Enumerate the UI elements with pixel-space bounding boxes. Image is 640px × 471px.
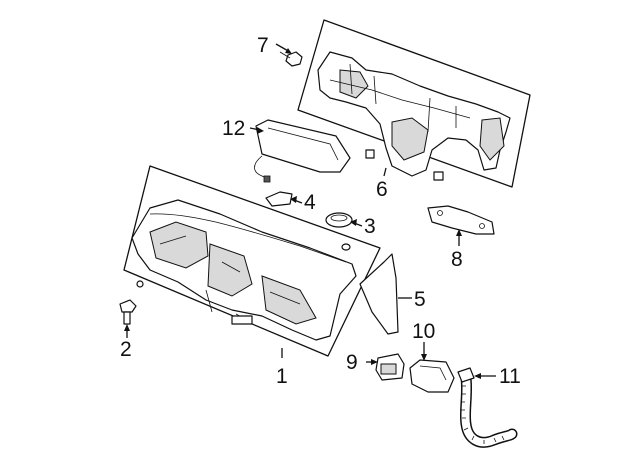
part-2-screw-shank xyxy=(123,311,131,325)
callout-labels: 7 12 4 3 6 8 5 10 9 11 1 2 xyxy=(120,34,521,388)
arrow-4 xyxy=(290,196,297,203)
part-7-bolt xyxy=(279,51,303,67)
part-1-frame-boundary xyxy=(123,165,381,357)
callout-11: 11 xyxy=(499,365,521,388)
part-9-switch-face xyxy=(380,363,397,375)
part-11-hose xyxy=(457,367,518,448)
arrow-11 xyxy=(474,373,481,379)
arrow-12 xyxy=(257,127,264,134)
part-3-vent xyxy=(325,212,353,228)
part-6-clip-2 xyxy=(433,171,444,181)
part-8-hole-2 xyxy=(479,223,485,229)
part-12-airbag-module xyxy=(255,119,351,173)
part-2-screw-head xyxy=(119,299,137,313)
part-11-hose-ribs xyxy=(461,385,505,444)
part-12-airbag-connector-wire xyxy=(254,155,271,181)
part-12-airbag xyxy=(254,119,351,183)
callout-5: 5 xyxy=(414,288,426,311)
part-5-side-cover xyxy=(359,253,399,335)
part-4-cover xyxy=(265,191,293,207)
part-2-screw xyxy=(119,299,137,325)
part-8-bracket-body xyxy=(427,205,495,235)
part-1-instrument-panel xyxy=(123,165,381,357)
part-1-center-stack xyxy=(207,243,253,297)
arrow-7 xyxy=(285,48,292,54)
callout-2: 2 xyxy=(120,338,132,361)
part-6-clip xyxy=(365,149,375,159)
callout-9: 9 xyxy=(346,351,358,374)
arrow-10 xyxy=(421,354,427,361)
leader-lines xyxy=(124,43,496,379)
callout-10: 10 xyxy=(412,320,435,343)
callout-1: 1 xyxy=(276,365,288,388)
part-8-bracket xyxy=(427,205,495,235)
part-6-bracket-right xyxy=(479,117,505,161)
callout-4: 4 xyxy=(304,191,316,214)
callout-8: 8 xyxy=(451,248,463,271)
callout-12: 12 xyxy=(222,117,245,140)
part-9-switch xyxy=(375,353,405,381)
callout-6: 6 xyxy=(376,178,388,201)
part-1-lower-tab xyxy=(231,315,253,325)
part-7-bolt-shank xyxy=(279,51,291,59)
callout-3: 3 xyxy=(364,215,376,238)
arrow-8 xyxy=(456,229,462,236)
part-10-actuator-detail xyxy=(419,365,447,381)
arrow-3 xyxy=(350,219,357,226)
part-10-actuator xyxy=(409,359,455,393)
part-3-vent-opening xyxy=(330,214,348,222)
callout-7: 7 xyxy=(257,34,269,57)
part-10-actuator-body xyxy=(409,359,455,393)
part-6-reinforcement-frame xyxy=(297,19,531,188)
part-11-hose-fill xyxy=(461,374,516,447)
part-1-cluster-area xyxy=(149,221,209,269)
part-6-bracket-center xyxy=(391,117,429,161)
part-6-detail-lines xyxy=(329,63,471,133)
part-1-mount-hole-2 xyxy=(136,280,144,288)
part-1-mount-hole xyxy=(341,243,351,251)
part-6-bracket-left xyxy=(339,69,369,99)
part-1-detail-lines xyxy=(149,213,347,323)
arrow-9 xyxy=(371,359,378,365)
arrow-2 xyxy=(124,324,130,331)
part-7-bolt-head xyxy=(285,51,303,67)
leader-6 xyxy=(383,167,387,177)
part-11-hose-end xyxy=(457,367,475,383)
part-12-airbag-connector xyxy=(263,175,271,183)
part-8-hole-1 xyxy=(437,210,443,216)
part-6-frame-boundary xyxy=(297,19,531,188)
part-12-airbag-edge xyxy=(267,127,339,161)
